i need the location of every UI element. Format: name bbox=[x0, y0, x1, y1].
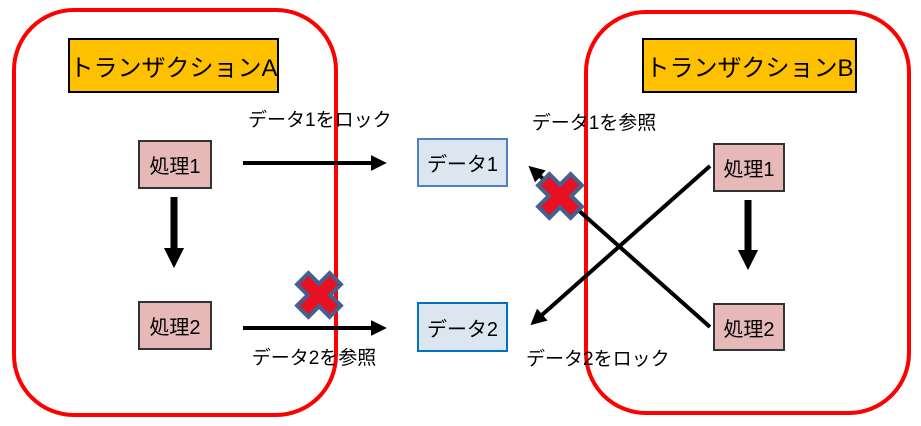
label-b-ref-data1: データ1を参照 bbox=[531, 113, 657, 134]
data2-box: データ2 bbox=[417, 302, 508, 352]
process-a2-box: 処理2 bbox=[138, 301, 212, 350]
label-a-ref-data2: データ2を参照 bbox=[251, 348, 377, 369]
process-b2-box: 処理2 bbox=[713, 303, 785, 351]
transaction-b-title: トランザクションB bbox=[642, 38, 857, 93]
process-a1-box: 処理1 bbox=[138, 140, 212, 189]
label-a-lock-data1: データ1をロック bbox=[248, 110, 392, 131]
data1-box: データ1 bbox=[417, 138, 508, 187]
label-b-lock-data2: データ2をロック bbox=[526, 349, 670, 370]
transaction-a-boundary bbox=[12, 8, 338, 417]
transaction-a-title: トランザクションA bbox=[68, 38, 279, 93]
process-b1-box: 処理1 bbox=[713, 143, 785, 192]
blocked-x-icon-right bbox=[535, 171, 585, 221]
